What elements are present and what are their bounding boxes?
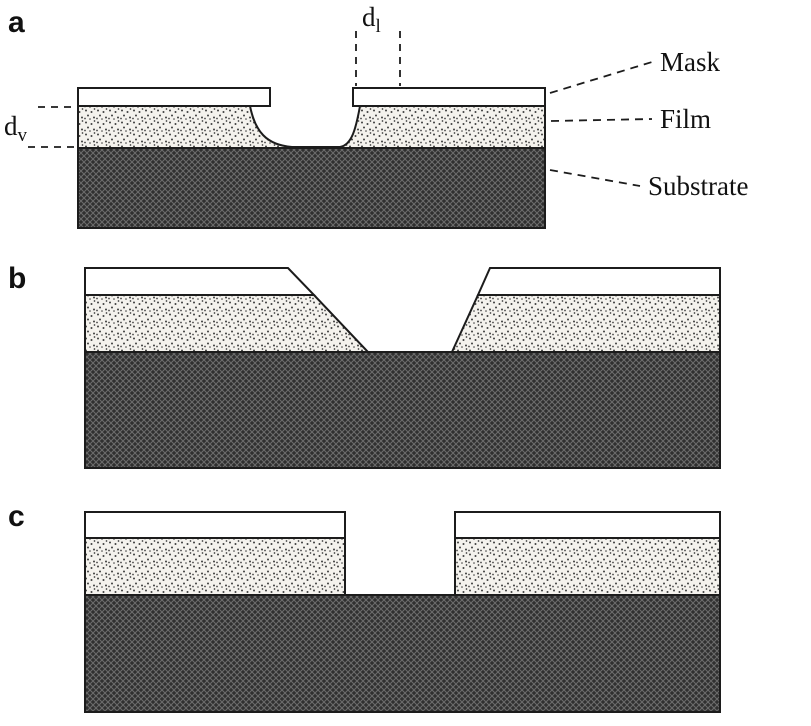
substrate-legend-label: Substrate <box>648 171 749 201</box>
dim-vertical-label: dv <box>4 111 28 146</box>
panel-b-substrate-layer <box>84 351 721 469</box>
panel-c: c <box>8 500 721 713</box>
mask-leader-line <box>549 61 653 94</box>
substrate-leader-line <box>549 169 641 187</box>
panel-a: a dl dv <box>4 2 749 229</box>
panel-a-letter: a <box>8 6 25 39</box>
panel-c-mask-left <box>84 511 346 539</box>
panel-a-substrate-layer <box>77 147 546 229</box>
panel-a-etch-pit-fill <box>250 104 360 147</box>
panel-a-dim-vertical: dv <box>4 106 77 148</box>
panel-b-letter: b <box>8 262 26 295</box>
panel-b-mask-right <box>476 267 721 296</box>
film-legend-label: Film <box>660 104 711 134</box>
panel-a-mask-right <box>352 87 546 107</box>
panel-b-film-right <box>450 294 721 353</box>
dim-lateral-label: dl <box>362 2 381 37</box>
film-leader-line <box>550 118 653 122</box>
panel-c-substrate-layer <box>84 594 721 713</box>
panel-c-film-left <box>84 537 346 596</box>
panel-a-legend: Mask Film Substrate <box>549 47 749 201</box>
panel-b: b <box>8 262 721 469</box>
panel-b-mask-left <box>84 267 317 296</box>
panel-c-letter: c <box>8 500 25 533</box>
panel-a-dim-lateral: dl <box>355 2 401 86</box>
panel-c-film-right <box>454 537 721 596</box>
mask-legend-label: Mask <box>660 47 720 77</box>
panel-c-mask-right <box>454 511 721 539</box>
panel-a-mask-left <box>77 87 271 107</box>
panel-b-film-left <box>84 294 371 353</box>
